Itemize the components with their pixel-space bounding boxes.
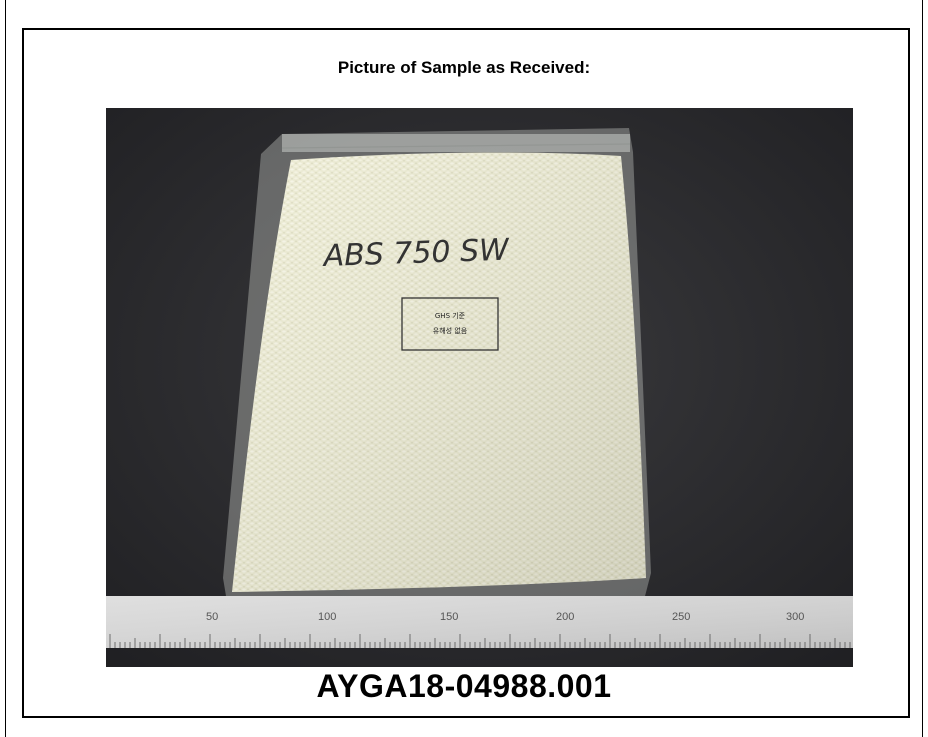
ruler-number-250: 250 [672, 611, 690, 623]
ghs-label-box [401, 297, 499, 351]
ghs-label-line2: 유해성 없음 [433, 326, 468, 335]
ruler: 50 100 150 200 250 300 [106, 596, 853, 648]
pellet-shading [232, 152, 646, 592]
bag-handwriting: ABS 750 SW [321, 233, 511, 275]
ruler-number-50: 50 [206, 611, 218, 623]
page-left-rule [5, 0, 6, 737]
document-frame [22, 28, 910, 718]
page-right-rule [922, 0, 923, 737]
ghs-label-line1: GHS 기준 [435, 311, 466, 320]
sample-photo: ABS 750 SW GHS 기준 유해성 없음 50 100 150 200 … [106, 108, 853, 667]
sample-photo-illustration: ABS 750 SW GHS 기준 유해성 없음 50 100 150 200 … [106, 108, 853, 667]
bag-zip-strip [282, 134, 630, 152]
sample-id: AYGA18-04988.001 [316, 668, 612, 704]
ruler-ticks [109, 634, 851, 648]
ruler-number-150: 150 [440, 611, 458, 623]
bag-zip-line [281, 143, 631, 149]
ruler-number-100: 100 [318, 611, 336, 623]
ruler-number-300: 300 [786, 611, 804, 623]
photo-caption: Picture of Sample as Received: [337, 58, 591, 77]
ruler-number-200: 200 [556, 611, 574, 623]
